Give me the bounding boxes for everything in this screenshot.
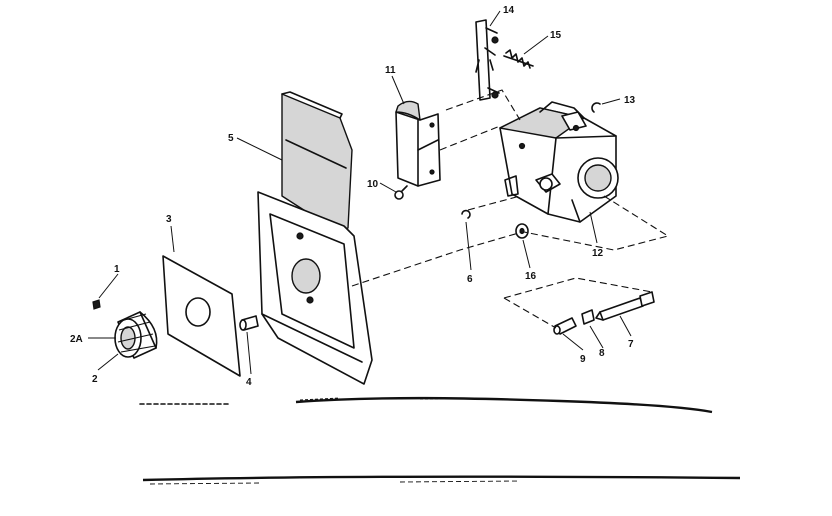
callout-10: 10 (367, 179, 379, 190)
callout-8: 8 (599, 348, 605, 359)
part-2-knob (114, 311, 158, 359)
callout-9: 9 (580, 354, 586, 365)
part-16-washer (515, 223, 529, 239)
callout-6: 6 (467, 274, 473, 285)
callout-5: 5 (228, 133, 234, 144)
callout-15: 15 (550, 30, 562, 41)
part-12-carburetor-body (499, 101, 619, 223)
callout-16: 16 (525, 271, 537, 282)
callout-14: 14 (503, 5, 515, 16)
part-9-fitting (553, 317, 577, 335)
part-6-screw (461, 209, 471, 219)
part-15-spring (503, 49, 534, 69)
callout-3: 3 (166, 214, 172, 225)
callout-1: 1 (114, 264, 120, 275)
callout-11: 11 (385, 65, 396, 76)
part-5-throttle-plate (257, 91, 373, 385)
callout-4: 4 (246, 377, 252, 388)
callout-13: 13 (624, 95, 636, 106)
part-3-gasket (162, 255, 241, 377)
part-10-screw (394, 185, 408, 200)
scan-artifact-lines (139, 396, 741, 485)
part-4-screw (239, 315, 259, 331)
part-11-shutter (395, 100, 441, 187)
part-13-clip (591, 102, 601, 113)
alignment-lines (351, 89, 670, 329)
part-8-nut (581, 309, 595, 325)
part-7-needle-valve (595, 291, 655, 321)
callout-12: 12 (592, 248, 604, 259)
callout-7: 7 (628, 339, 634, 350)
part-14-bracket (475, 19, 500, 101)
callout-labels: 14 15 11 13 5 10 3 6 16 12 1 2A 2 4 9 8 … (70, 5, 636, 388)
callout-2: 2 (92, 374, 98, 385)
part-1-set-screw (92, 299, 101, 310)
callout-2a: 2A (70, 334, 83, 345)
leader-lines (88, 10, 632, 375)
